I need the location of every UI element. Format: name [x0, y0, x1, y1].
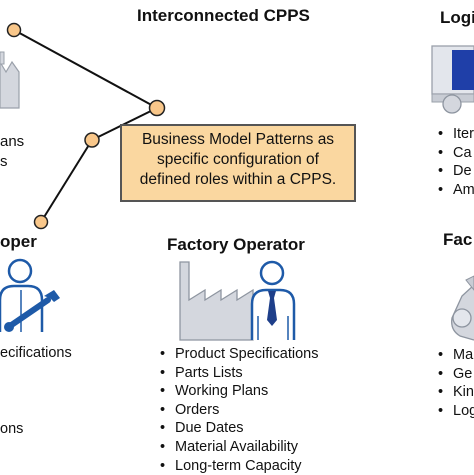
- factory-operator-icon: [179, 260, 296, 341]
- right-mid-list: Ma Ge Kin Log: [438, 346, 474, 420]
- list-item: Orders: [160, 401, 318, 420]
- truck-icon: [431, 45, 474, 114]
- connection-line: [13, 29, 158, 109]
- factory-operator-title: Factory Operator: [167, 235, 305, 254]
- callout-line: defined roles within a CPPS.: [139, 171, 337, 188]
- list-item: Long-term Capacity: [160, 457, 318, 475]
- list-item: Am: [438, 181, 474, 200]
- worker-wrench-icon: [0, 258, 60, 332]
- callout-line: specific configuration of: [157, 151, 319, 168]
- network-node: [33, 214, 49, 230]
- list-item: Due Dates: [160, 419, 318, 438]
- connection-line: [40, 139, 93, 223]
- factory-operator-list: Product Specifications Parts Lists Worki…: [160, 345, 318, 475]
- left-role-title: oper: [0, 232, 37, 251]
- callout-box: Business Model Patterns as specific conf…: [120, 124, 356, 202]
- robot-arm-icon: [451, 275, 474, 341]
- list-item: Material Availability: [160, 438, 318, 457]
- list-item: Product Specifications: [160, 345, 318, 364]
- right-mid-title: Fac: [443, 230, 473, 249]
- list-item: Ma: [438, 346, 474, 365]
- left-top-line-2: s: [0, 153, 8, 170]
- callout-line: Business Model Patterns as: [141, 131, 335, 148]
- right-top-title: Logi: [440, 8, 474, 27]
- list-item: Kin: [438, 383, 474, 402]
- left-list-item: ecifications: [0, 345, 72, 361]
- network-node: [84, 132, 100, 148]
- network-node: [148, 99, 166, 117]
- list-item: Log: [438, 402, 474, 421]
- list-item: Working Plans: [160, 382, 318, 401]
- left-top-line-1: ans: [0, 133, 25, 150]
- right-top-list: Iter Ca De Am: [438, 125, 474, 199]
- list-item: Ca: [438, 144, 474, 163]
- factory-icon: [0, 51, 20, 109]
- page-title: Interconnected CPPS: [137, 6, 310, 25]
- list-item: Ge: [438, 365, 474, 384]
- network-node: [6, 22, 22, 38]
- list-item: Iter: [438, 125, 474, 144]
- left-list-item: ons: [0, 421, 24, 437]
- list-item: De: [438, 162, 474, 181]
- list-item: Parts Lists: [160, 364, 318, 383]
